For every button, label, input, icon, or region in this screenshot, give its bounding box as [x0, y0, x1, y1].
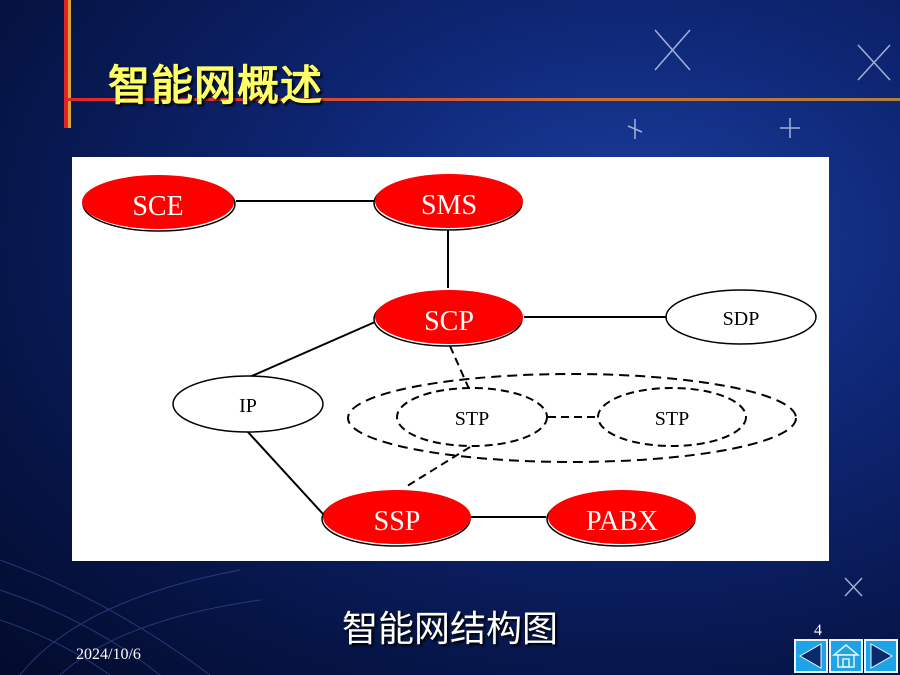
next-arrow-icon — [870, 643, 894, 669]
node-stp-right: STP — [597, 387, 747, 447]
home-icon — [831, 644, 861, 668]
prev-slide-button[interactable] — [794, 639, 828, 673]
signaling-network-ellipse — [347, 373, 797, 463]
slide-title: 智能网概述 — [108, 61, 324, 110]
node-sce: SCE — [82, 175, 236, 232]
node-sce-label: SCE — [132, 191, 183, 222]
node-pabx-label: PABX — [586, 506, 658, 537]
prev-arrow-icon — [798, 643, 822, 669]
node-sdp: SDP — [665, 289, 817, 345]
node-scp: SCP — [373, 290, 523, 347]
node-ip: IP — [172, 375, 324, 433]
diagram-caption: 智能网结构图 — [341, 609, 558, 650]
link-scp-stp — [449, 345, 471, 392]
node-sdp-label: SDP — [723, 308, 760, 330]
title-accent-bar — [64, 0, 74, 128]
page-number: 4 — [814, 622, 822, 639]
network-diagram: SCE SMS SCP SDP IP STP — [72, 157, 829, 561]
link-scp-ip — [244, 321, 376, 380]
node-ip-label: IP — [239, 395, 257, 417]
node-stp-left-label: STP — [455, 408, 489, 430]
node-ssp: SSP — [321, 490, 471, 547]
next-slide-button[interactable] — [864, 639, 898, 673]
node-ssp-label: SSP — [374, 506, 421, 537]
title-underline — [64, 98, 900, 101]
node-pabx: PABX — [546, 490, 696, 547]
node-sms: SMS — [373, 174, 523, 231]
node-stp-left: STP — [396, 387, 548, 447]
node-stp-right-label: STP — [655, 408, 689, 430]
link-ip-ssp — [246, 430, 324, 515]
node-scp-label: SCP — [424, 306, 474, 337]
diagram-canvas: SCE SMS SCP SDP IP STP — [82, 174, 817, 547]
slide-date: 2024/10/6 — [76, 646, 141, 663]
home-button[interactable] — [829, 639, 863, 673]
node-sms-label: SMS — [421, 190, 477, 221]
